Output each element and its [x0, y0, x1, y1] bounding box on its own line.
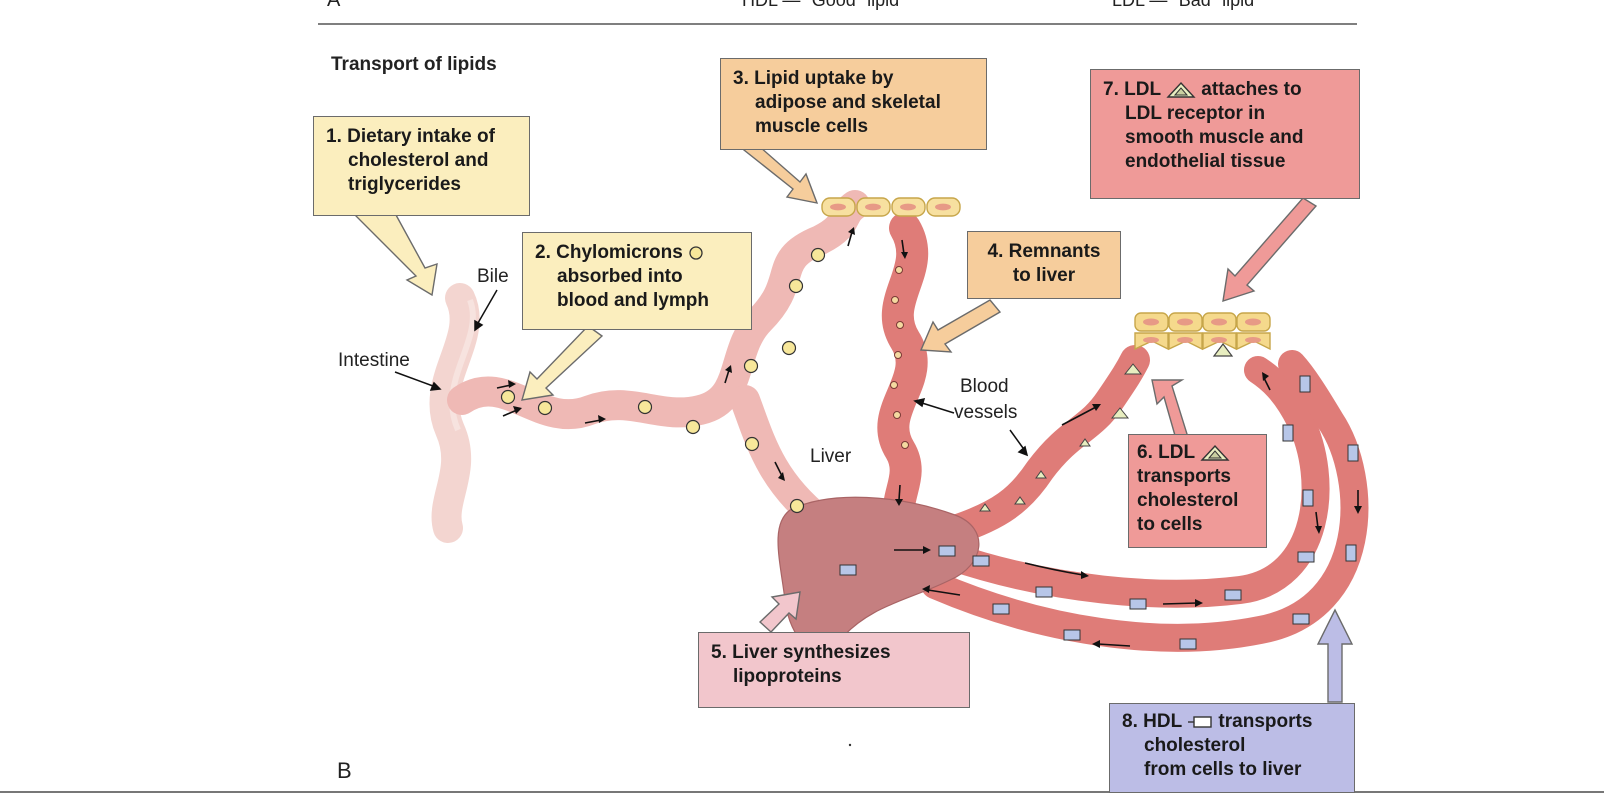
step-2-box: 2. Chylomicrons absorbed into blood and …	[522, 232, 752, 330]
flow-arrows	[496, 231, 1359, 647]
stray-dot	[848, 743, 852, 747]
step-4-box: 4. Remnants to liver	[967, 231, 1121, 299]
remnant-particles	[890, 266, 909, 449]
liver-label: Liver	[810, 446, 852, 467]
hdl-icon	[1188, 716, 1212, 728]
flow-arrowheads	[508, 227, 1362, 648]
muscle-cells	[821, 197, 961, 217]
hdl-header: HDL — "Good" lipid	[742, 0, 899, 10]
hdl-vessel-outer	[921, 350, 1369, 652]
ldl-icon	[1166, 81, 1196, 98]
step-5-box: 5. Liver synthesizes lipoproteins	[698, 632, 970, 708]
hdl-vessel-inner	[936, 356, 1330, 608]
vessels-label: vessels	[954, 402, 1018, 423]
hdl-particles	[839, 375, 1359, 650]
bile-label: Bile	[477, 266, 509, 287]
step-3-box: 3. Lipid uptake by adipose and skeletal …	[720, 58, 987, 150]
intestine-tube	[429, 283, 480, 543]
step-6-box: 6. LDL transports cholesterol to cells	[1128, 434, 1267, 548]
remnant-vessel	[877, 212, 929, 531]
ldl-header: LDL — "Bad" lipid	[1112, 0, 1254, 10]
chylomicron-icon	[689, 246, 703, 260]
ldl-icon	[1200, 444, 1230, 461]
blood-label: Blood	[960, 376, 1009, 397]
intestine-label: Intestine	[338, 350, 410, 371]
diagram-title: Transport of lipids	[331, 54, 497, 75]
step-1-box: 1. Dietary intake of cholesterol and tri…	[313, 116, 530, 216]
liver	[777, 496, 980, 651]
endothelial-cells	[1134, 312, 1271, 357]
lymph-vessel	[447, 190, 870, 430]
chylomicron-particles	[500, 247, 826, 514]
intestine-highlight	[449, 298, 476, 432]
panel-b-label: B	[337, 758, 352, 783]
callout-arrows	[353, 138, 1354, 703]
ldl-particles	[979, 363, 1143, 512]
lymph-branch-to-liver	[730, 385, 835, 535]
step-7-box: 7. LDL attaches to LDL receptor in smoot…	[1090, 69, 1360, 199]
label-pointers	[394, 289, 1029, 457]
step-8-box: 8. HDL transports cholesterol from cells…	[1109, 703, 1355, 793]
panel-a-label: A	[327, 0, 341, 11]
ldl-vessel	[940, 345, 1150, 545]
